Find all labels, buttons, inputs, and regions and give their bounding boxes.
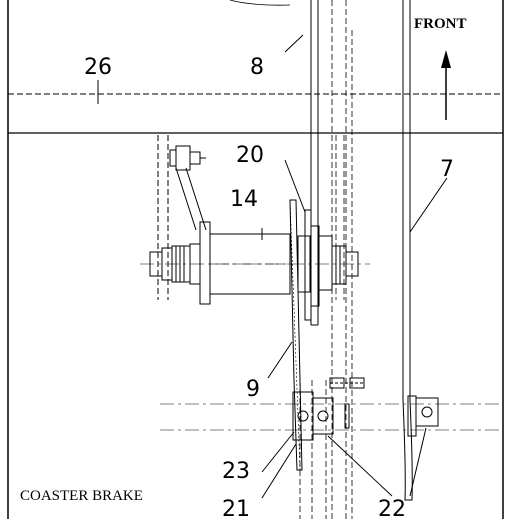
callout-8: 8 <box>250 55 264 80</box>
brake-lever <box>157 135 207 300</box>
front-arrow <box>441 50 451 120</box>
callout-21: 21 <box>222 497 250 519</box>
lower-shaft <box>160 403 503 431</box>
callout-22: 22 <box>378 497 406 519</box>
hidden-lines <box>299 0 353 519</box>
callout-9: 9 <box>246 377 260 402</box>
callout-7: 7 <box>440 157 454 182</box>
sprocket-9 <box>289 199 303 471</box>
hub-14 <box>140 221 370 305</box>
callout-20: 20 <box>236 143 264 168</box>
front-label: FRONT <box>414 16 467 32</box>
callout-23: 23 <box>222 459 250 484</box>
chain-7 <box>402 0 413 501</box>
leader-lines <box>97 34 448 499</box>
shaft-collars <box>292 377 439 441</box>
callout-26: 26 <box>84 55 112 80</box>
sprocket-20 <box>304 209 320 321</box>
caption-coaster-brake: COASTER BRAKE <box>20 488 143 504</box>
frame-border <box>7 0 504 519</box>
chain-8 <box>310 0 319 326</box>
callout-14: 14 <box>230 187 258 212</box>
